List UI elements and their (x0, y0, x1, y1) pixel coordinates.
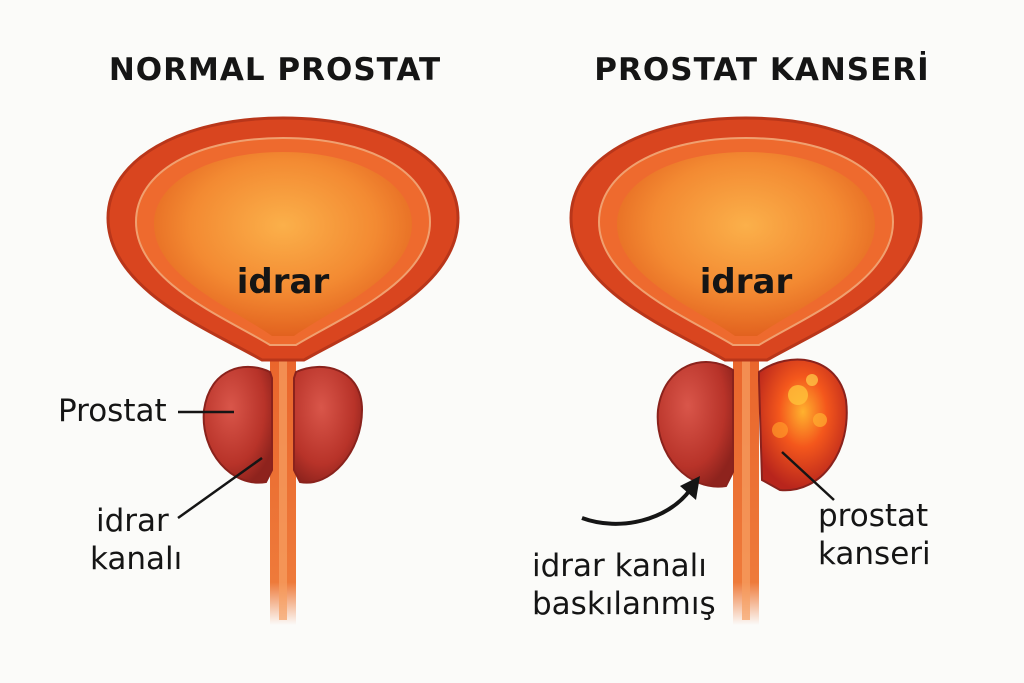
arrow-head (680, 476, 700, 500)
prostate-label: Prostat (58, 393, 167, 429)
cancer-title: PROSTAT KANSERİ (594, 52, 930, 88)
bladder-cavity-right (617, 152, 875, 336)
bladder-cavity-left (154, 152, 412, 336)
cancer-panel (569, 116, 923, 625)
urethra-leader-line-left (177, 456, 263, 520)
prostate-lobe-right-a (656, 361, 734, 488)
compressed-urethra-line1: idrar kanalı (532, 548, 707, 584)
normal-title: NORMAL PROSTAT (108, 52, 442, 88)
normal-panel (106, 116, 460, 625)
cancer-leader-line (781, 451, 835, 501)
urethra-label-line1: idrar (96, 503, 169, 539)
prostate-lobe-left-b (293, 365, 364, 484)
bladder-label-left: idrar (236, 262, 330, 302)
compressed-urethra-line2: baskılanmış (532, 586, 716, 622)
tumor-lobe (758, 358, 848, 492)
prostate-lobe-left-a (202, 365, 273, 484)
cancer-label-line2: kanseri (818, 536, 931, 572)
cancer-label-line1: prostat (818, 498, 929, 534)
urethra-label-line2: kanalı (90, 541, 183, 577)
bladder-label-right: idrar (699, 262, 793, 302)
compression-arrow (581, 488, 692, 526)
